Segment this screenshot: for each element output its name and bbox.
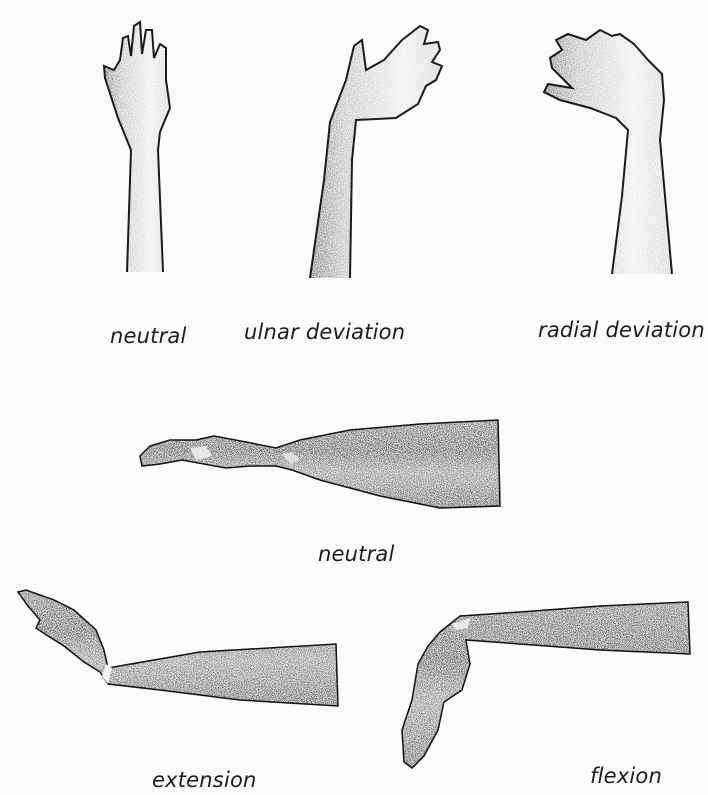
label-flexion: flexion xyxy=(590,764,662,788)
label-extension: extension xyxy=(152,768,257,792)
label-neutral-top: neutral xyxy=(110,324,187,348)
label-neutral-middle: neutral xyxy=(318,542,395,566)
forearm-extension-illustration xyxy=(18,590,338,706)
hand-ulnar-deviation-illustration xyxy=(310,26,442,278)
hand-radial-deviation-illustration xyxy=(544,30,672,274)
forearm-flexion-illustration xyxy=(402,602,690,768)
hand-neutral-illustration xyxy=(104,22,170,272)
label-ulnar-deviation: ulnar deviation xyxy=(244,320,405,344)
label-radial-deviation: radial deviation xyxy=(538,318,705,342)
forearm-neutral-illustration xyxy=(140,420,500,508)
